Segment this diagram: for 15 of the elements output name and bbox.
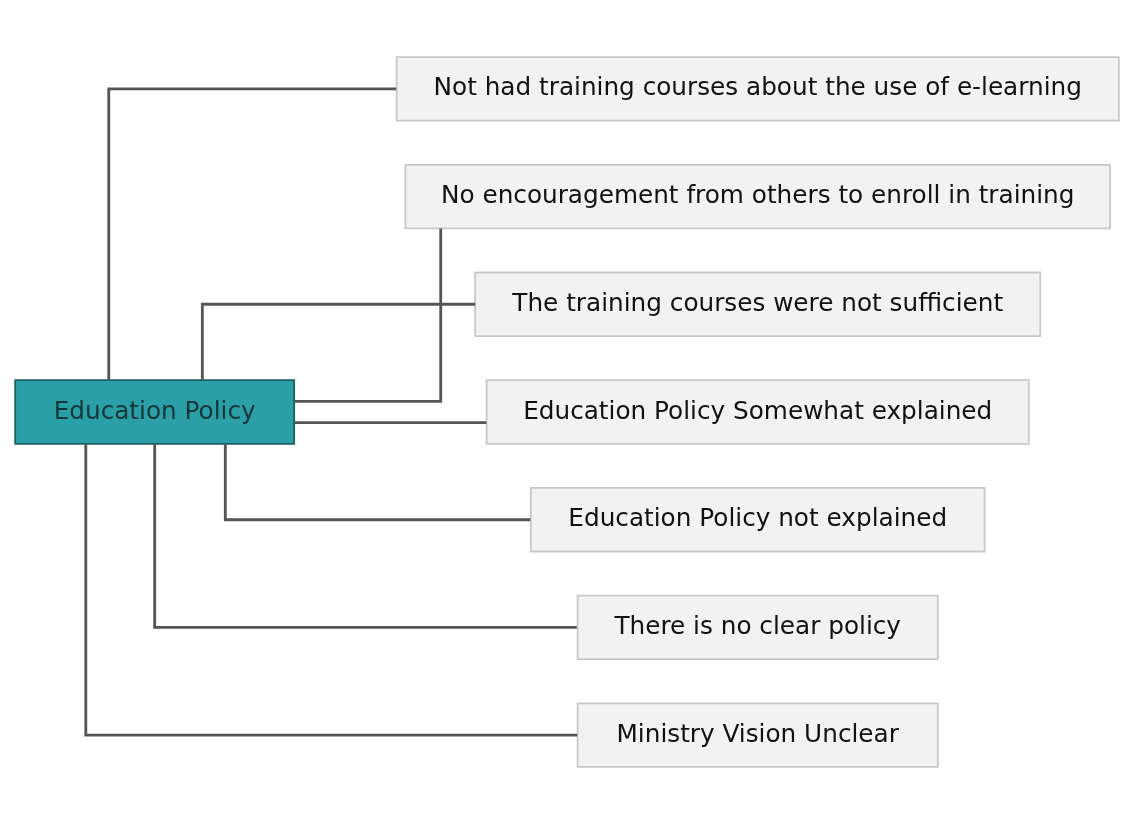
node-box: No encouragement from others to enroll in training xyxy=(404,163,1111,230)
node-box: Education Policy not explained xyxy=(529,487,986,553)
node-box: Education Policy xyxy=(14,379,296,445)
node-box: Education Policy Somewhat explained xyxy=(485,379,1030,445)
node-box: There is no clear policy xyxy=(576,594,939,661)
node-box: Ministry Vision Unclear xyxy=(576,702,939,768)
connector xyxy=(153,443,577,629)
node-box: Not had training courses about the use of e-learning xyxy=(395,56,1120,122)
connector xyxy=(84,444,578,737)
connector xyxy=(200,302,476,380)
connector xyxy=(294,421,487,424)
connector xyxy=(107,87,397,380)
node-box: The training courses were not sufficient xyxy=(474,271,1042,337)
connector xyxy=(223,444,531,522)
connector xyxy=(294,228,443,403)
